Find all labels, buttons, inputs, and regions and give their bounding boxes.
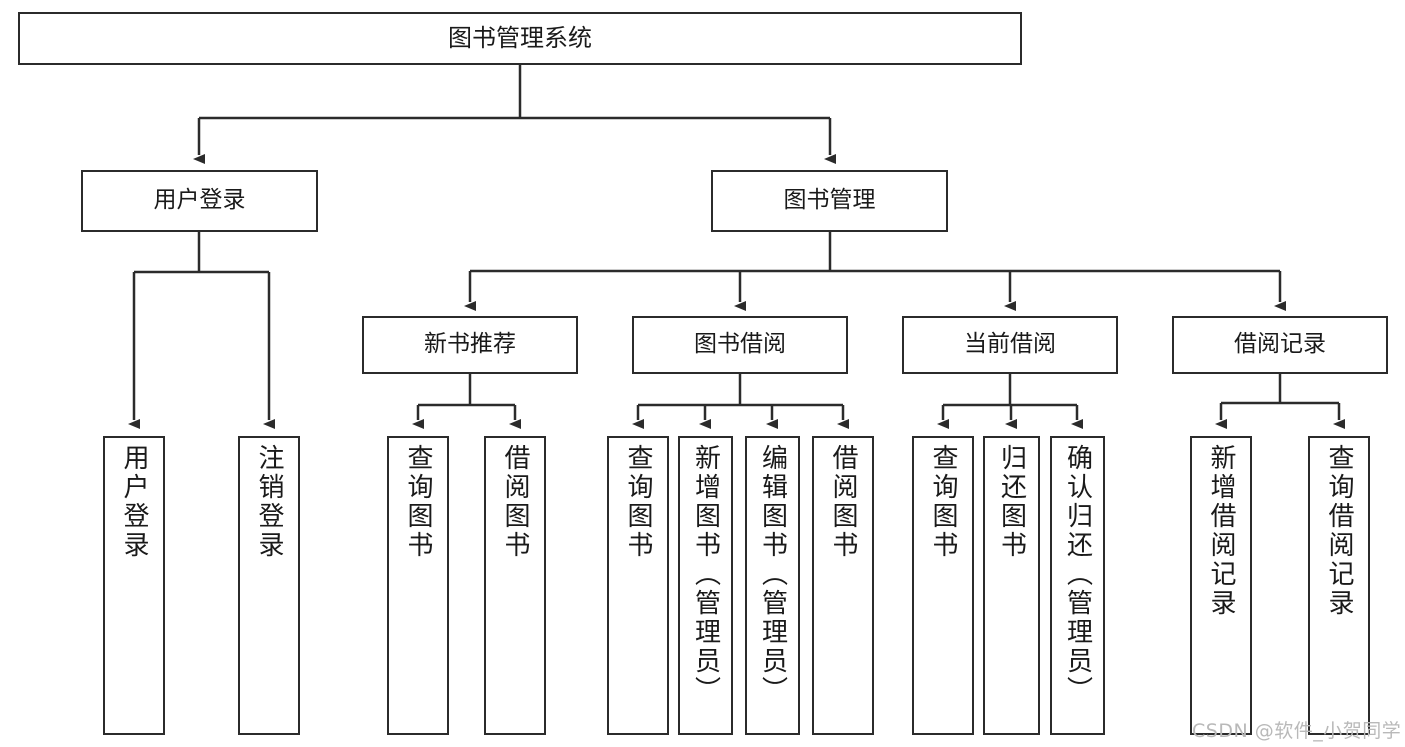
node-leaf-borrow-book-2[interactable]: 借阅图书 bbox=[812, 436, 874, 735]
node-root[interactable]: 图书管理系统 bbox=[18, 12, 1022, 65]
node-leaf-add-record-label: 新增借阅记录 bbox=[1206, 444, 1236, 618]
node-leaf-borrow-book-2-label: 借阅图书 bbox=[828, 444, 858, 560]
node-leaf-query-book-1[interactable]: 查询图书 bbox=[387, 436, 449, 735]
node-user-login-label: 用户登录 bbox=[153, 187, 246, 214]
node-leaf-confirm-return-label: 确认归还（管理员） bbox=[1062, 444, 1093, 705]
node-leaf-query-record-label: 查询借阅记录 bbox=[1324, 444, 1354, 618]
node-user-login[interactable]: 用户登录 bbox=[81, 170, 318, 232]
node-leaf-edit-book[interactable]: 编辑图书（管理员） bbox=[745, 436, 800, 735]
node-book-borrow-label: 图书借阅 bbox=[694, 331, 786, 358]
node-leaf-user-login[interactable]: 用户登录 bbox=[103, 436, 165, 735]
node-root-label: 图书管理系统 bbox=[448, 24, 592, 53]
node-leaf-query-book-3-label: 查询图书 bbox=[928, 444, 958, 560]
node-book-borrow[interactable]: 图书借阅 bbox=[632, 316, 848, 374]
node-leaf-query-book-2[interactable]: 查询图书 bbox=[607, 436, 669, 735]
node-leaf-add-record[interactable]: 新增借阅记录 bbox=[1190, 436, 1252, 735]
node-book-manage[interactable]: 图书管理 bbox=[711, 170, 948, 232]
node-leaf-confirm-return[interactable]: 确认归还（管理员） bbox=[1050, 436, 1105, 735]
node-current-borrow[interactable]: 当前借阅 bbox=[902, 316, 1118, 374]
node-current-borrow-label: 当前借阅 bbox=[964, 331, 1056, 358]
node-leaf-borrow-book-1-label: 借阅图书 bbox=[500, 444, 530, 560]
node-leaf-query-book-1-label: 查询图书 bbox=[403, 444, 433, 560]
node-leaf-add-book-label: 新增图书（管理员） bbox=[690, 444, 721, 705]
node-leaf-return-book[interactable]: 归还图书 bbox=[983, 436, 1040, 735]
node-leaf-borrow-book-1[interactable]: 借阅图书 bbox=[484, 436, 546, 735]
node-leaf-return-book-label: 归还图书 bbox=[996, 444, 1027, 560]
node-leaf-query-record[interactable]: 查询借阅记录 bbox=[1308, 436, 1370, 735]
node-new-book-recommend[interactable]: 新书推荐 bbox=[362, 316, 578, 374]
node-leaf-query-book-2-label: 查询图书 bbox=[623, 444, 653, 560]
node-leaf-add-book[interactable]: 新增图书（管理员） bbox=[678, 436, 733, 735]
node-leaf-user-login-label: 用户登录 bbox=[119, 444, 149, 560]
node-leaf-user-logout[interactable]: 注销登录 bbox=[238, 436, 300, 735]
node-leaf-query-book-3[interactable]: 查询图书 bbox=[912, 436, 974, 735]
watermark: CSDN @软件_小贺同学 bbox=[1192, 720, 1402, 742]
node-borrow-record-label: 借阅记录 bbox=[1234, 331, 1326, 358]
node-leaf-edit-book-label: 编辑图书（管理员） bbox=[757, 444, 788, 705]
node-borrow-record[interactable]: 借阅记录 bbox=[1172, 316, 1388, 374]
node-book-manage-label: 图书管理 bbox=[783, 187, 876, 214]
node-new-book-recommend-label: 新书推荐 bbox=[424, 331, 516, 358]
node-leaf-user-logout-label: 注销登录 bbox=[254, 444, 284, 560]
